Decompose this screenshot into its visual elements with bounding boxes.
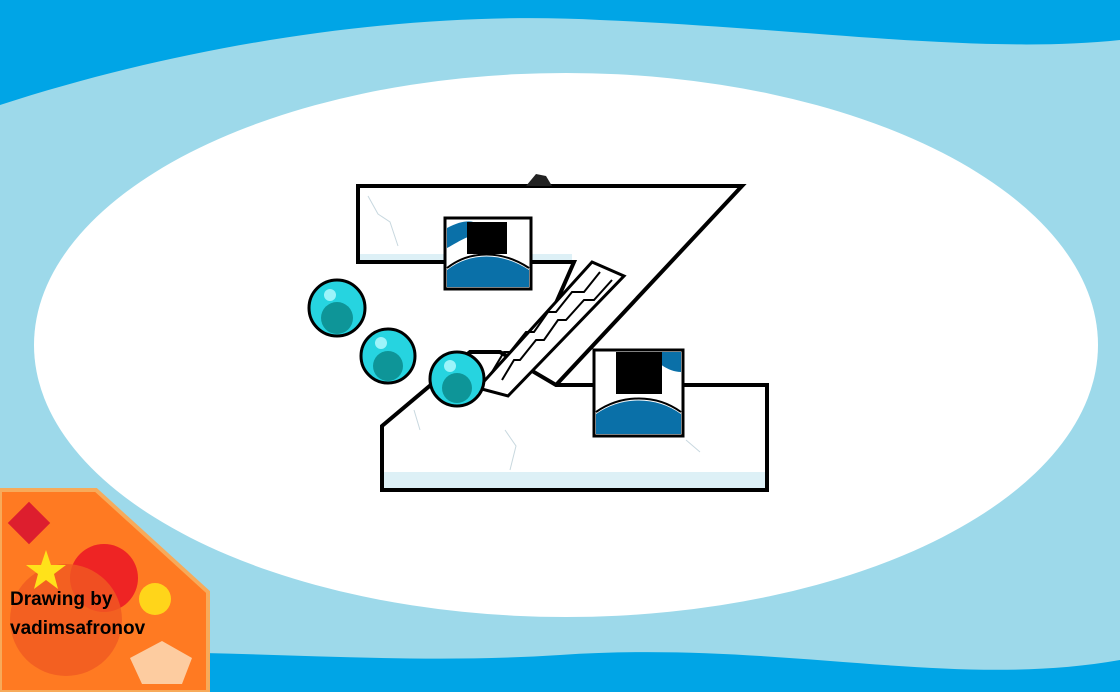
gem-1 — [307, 278, 367, 338]
tile-top — [443, 216, 533, 291]
credit-badge-shape — [0, 488, 210, 692]
orange-circle-icon — [10, 564, 122, 676]
peach-pentagon-icon — [130, 641, 192, 684]
z-rail-track — [491, 271, 601, 373]
ice-crack-top — [367, 195, 399, 247]
tile-bottom — [592, 348, 685, 438]
top-marker-icon — [526, 174, 552, 186]
yellow-circle-icon — [139, 583, 171, 615]
z-rail-track-2 — [501, 279, 613, 381]
ice-crack-bottom — [413, 409, 701, 471]
yellow-star-icon — [26, 550, 66, 589]
gem-3 — [428, 350, 486, 408]
gem-2 — [359, 327, 417, 385]
z-bottom-ice-shadow — [384, 472, 765, 488]
